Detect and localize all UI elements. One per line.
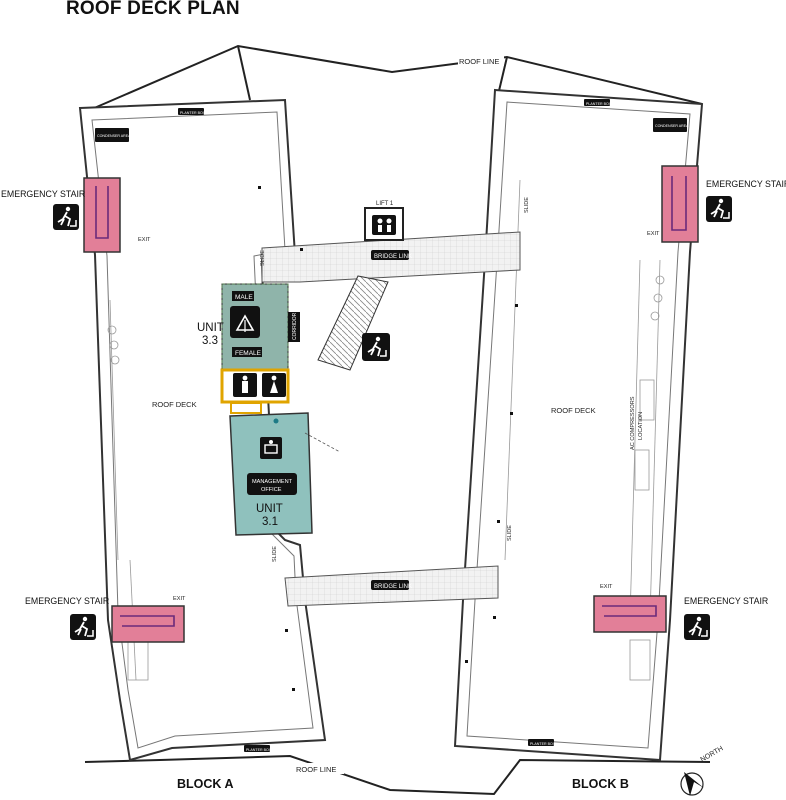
central-stair bbox=[317, 275, 389, 371]
emergency-stair-a-bottom bbox=[111, 605, 185, 643]
mgmt-label-2: OFFICE bbox=[261, 487, 282, 493]
unit-3-3-word: UNIT bbox=[197, 322, 224, 334]
male-label: MALE bbox=[235, 294, 253, 301]
mgmt-label-1: MANAGEMENT bbox=[252, 479, 293, 485]
page-title: ROOF DECK PLAN bbox=[66, 0, 240, 19]
roof-line-top bbox=[91, 44, 703, 110]
lift-label: LIFT 1 bbox=[376, 201, 394, 207]
slide-label-a-upper: SLIDE bbox=[260, 250, 266, 266]
ac-label-2: LOCATION bbox=[638, 412, 644, 440]
corridor-label: CORRIDOR bbox=[292, 312, 298, 340]
unit-3-1-num: 3.1 bbox=[262, 516, 278, 528]
emergency-stair-label-a-top: EMERGENCY STAIR bbox=[1, 189, 85, 199]
north-arrow-icon bbox=[680, 772, 704, 796]
slide-label-b-lower: SLIDE bbox=[507, 525, 513, 541]
north-label: NORTH bbox=[700, 745, 725, 763]
stair-running-icon-b-top bbox=[706, 196, 732, 222]
exit-b-top: EXIT bbox=[647, 231, 660, 237]
roof-line-label-top: ROOF LINE bbox=[459, 57, 499, 66]
exit-a-top: EXIT bbox=[138, 237, 151, 243]
slide-label-b-upper: SLIDE bbox=[524, 197, 530, 213]
block-b-label: BLOCK B bbox=[572, 777, 629, 791]
female-label: FEMALE bbox=[235, 350, 262, 357]
planter-box-b-top: PLANTER BOX bbox=[586, 102, 612, 106]
emergency-stair-b-top bbox=[661, 165, 699, 243]
exit-a-bottom: EXIT bbox=[173, 596, 186, 602]
stair-running-icon-b-bottom bbox=[684, 614, 710, 640]
block-a-label: BLOCK A bbox=[177, 777, 234, 791]
emergency-stair-label-b-bottom: EMERGENCY STAIR bbox=[684, 596, 768, 606]
roof-line-bottom bbox=[84, 754, 711, 796]
emergency-stair-label-a-bottom: EMERGENCY STAIR bbox=[25, 596, 109, 606]
roof-deck-label-a: ROOF DECK bbox=[152, 400, 197, 409]
bridge-link-label-lower: BRIDGE LINK bbox=[374, 584, 412, 590]
emergency-stair-a-top bbox=[83, 177, 121, 253]
stair-running-icon-a-top bbox=[53, 204, 79, 230]
slide-label-a-lower: SLIDE bbox=[272, 546, 278, 562]
bridge-link-label-upper: BRIDGE LINK bbox=[374, 254, 412, 260]
planter-box-b-bottom: PLANTER BOX bbox=[530, 742, 556, 746]
emergency-stair-b-bottom bbox=[593, 595, 667, 633]
planter-box-a-bottom: PLANTER BOX bbox=[246, 748, 272, 752]
unit-3-3-num: 3.3 bbox=[202, 335, 218, 347]
stair-running-icon-a-bottom bbox=[70, 614, 96, 640]
roof-deck-label-b: ROOF DECK bbox=[551, 406, 596, 415]
condenser-b: CONDENSER AREA bbox=[655, 124, 689, 128]
roof-line-label-bottom: ROOF LINE bbox=[296, 765, 336, 774]
ac-label-1: AC COMPRESSORS bbox=[630, 396, 636, 450]
planter-box-a-top: PLANTER BOX bbox=[180, 111, 206, 115]
emergency-stair-label-b-top: EMERGENCY STAIR bbox=[706, 179, 786, 189]
unit-3-1-word: UNIT bbox=[256, 503, 283, 515]
condenser-a: CONDENSER AREA bbox=[97, 134, 131, 138]
stair-running-icon-center bbox=[362, 333, 390, 361]
exit-b-bottom: EXIT bbox=[600, 584, 613, 590]
